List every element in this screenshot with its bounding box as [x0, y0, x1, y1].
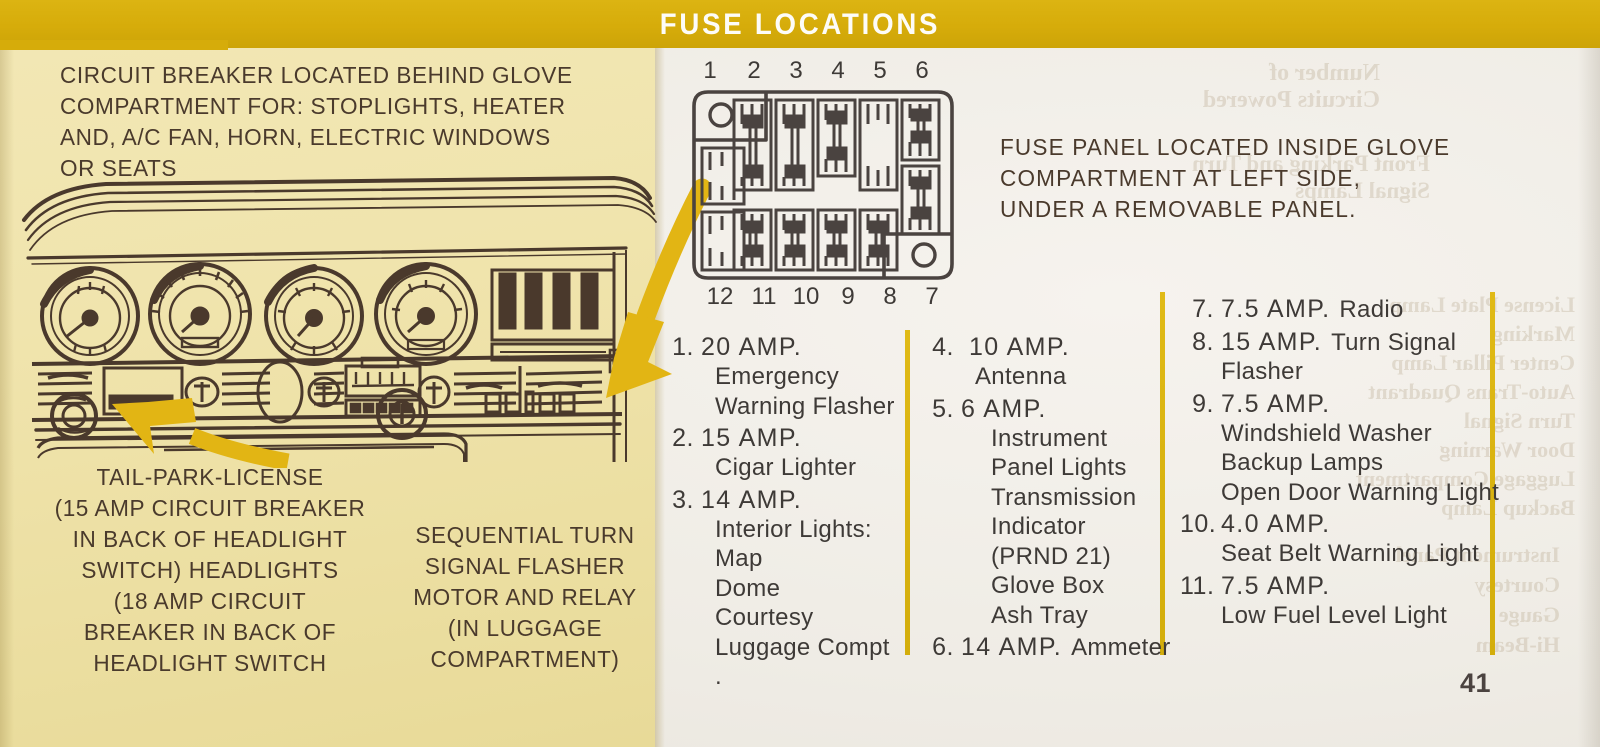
- fuse-number: 5.: [932, 394, 954, 423]
- fuse-rating: 10 AMP.: [969, 333, 1071, 361]
- fuse-description: Turn Signal: [1331, 328, 1457, 356]
- fuse-description: Emergency Warning Flasher: [715, 363, 895, 420]
- fuse-description: Ammeter: [1071, 634, 1171, 661]
- dashboard-illustration: [14, 172, 664, 462]
- fuse-list-item: 1. 20 AMP. Emergency Warning Flasher: [668, 332, 900, 421]
- fuse-rating: 15 AMP.: [1221, 327, 1323, 356]
- fuse-number: 7.: [1192, 295, 1214, 323]
- fuse-list-column-3: 7. 7.5 AMP. Radio 8. 15 AMP. Turn Signal…: [1180, 294, 1500, 632]
- caption-tail-park-license: TAIL-PARK-LICENSE (15 AMP CIRCUIT BREAKE…: [54, 464, 366, 676]
- fuse-box-diagram: 1 2 3 4 5 6: [688, 58, 958, 308]
- fuse-list-item: 7. 7.5 AMP. Radio: [1180, 294, 1500, 325]
- fuse-list-item: 9. 7.5 AMP. Windshield Washer Backup Lam…: [1180, 389, 1500, 508]
- fuse-description: Interior Lights: Map Dome Courtesy Lugga…: [715, 515, 890, 691]
- column-divider-2: [1160, 292, 1165, 655]
- fuse-box-bottom-num-12: 12: [707, 283, 734, 308]
- fuse-number: 9.: [1192, 389, 1214, 418]
- fuse-rating: 14 AMP.: [961, 633, 1063, 661]
- fuse-box-top-num-2: 2: [747, 58, 760, 84]
- fuse-box-top-num-1: 1: [703, 58, 716, 84]
- fuse-description-cont: Flasher: [1221, 358, 1304, 385]
- caption-sequential-flasher: SEQUENTIAL TURN SIGNAL FLASHER MOTOR AND…: [413, 522, 637, 672]
- fuse-box-top-num-5: 5: [873, 58, 886, 84]
- arrow-to-headlight-switch-icon: [92, 378, 292, 468]
- fuse-number: 6.: [932, 633, 954, 661]
- fuse-list-item: 4. 10 AMP. Antenna: [928, 332, 1160, 392]
- fuse-rating: 6 AMP.: [961, 394, 1047, 423]
- page-title: FUSE LOCATIONS: [659, 8, 941, 41]
- page-number: 41: [1460, 668, 1492, 698]
- fuse-box-bottom-num-7: 7: [925, 283, 938, 308]
- fuse-panel-location-note: FUSE PANEL LOCATED INSIDE GLOVE COMPARTM…: [1000, 134, 1451, 222]
- fuse-list-item: 11. 7.5 AMP. Low Fuel Level Light: [1180, 571, 1500, 631]
- fuse-rating: 14 AMP.: [701, 485, 803, 514]
- fuse-rating: 7.5 AMP.: [1221, 571, 1331, 600]
- fuse-rating: 20 AMP.: [701, 333, 803, 361]
- fuse-box-bottom-num-11: 11: [752, 283, 777, 308]
- fuse-box-mount-hole-top: [708, 102, 734, 128]
- fuse-list-item: 5. 6 AMP. Instrument Panel Lights Transm…: [928, 394, 1160, 631]
- circuit-breaker-note: CIRCUIT BREAKER LOCATED BEHIND GLOVE COM…: [60, 62, 573, 181]
- fuse-number: 2.: [672, 424, 694, 452]
- fuse-box-bottom-num-8: 8: [883, 283, 896, 308]
- fuse-box-top-num-4: 4: [831, 58, 844, 84]
- fuse-box-bottom-num-10: 10: [793, 283, 820, 308]
- header-banner-notch: [0, 40, 228, 50]
- fuse-rating: 7.5 AMP.: [1221, 295, 1331, 323]
- fuse-list-item: 10. 4.0 AMP. Seat Belt Warning Light: [1180, 509, 1500, 569]
- fuse-number: 8.: [1192, 327, 1214, 356]
- fuse-description: Radio: [1339, 296, 1404, 323]
- fuse-description: Antenna: [975, 363, 1067, 390]
- fuse-description: Low Fuel Level Light: [1221, 601, 1448, 629]
- fuse-list-item: 3. 14 AMP. Interior Lights: Map Dome Cou…: [668, 485, 900, 692]
- fuse-description: Cigar Lighter: [715, 454, 857, 481]
- fuse-description: Instrument Panel Lights Transmission Ind…: [991, 424, 1137, 629]
- fuse-description: Seat Belt Warning Light: [1221, 540, 1480, 567]
- header-banner: [0, 0, 1600, 48]
- fuse-box-top-num-3: 3: [789, 58, 802, 84]
- column-divider-3: [1490, 292, 1495, 655]
- fuse-list-item: 6. 14 AMP. Ammeter: [928, 632, 1170, 663]
- fuse-rating: 7.5 AMP.: [1221, 389, 1331, 418]
- fuse-number: 3.: [672, 485, 694, 514]
- fuse-list-column-1: 1. 20 AMP. Emergency Warning Flasher 2. …: [668, 332, 900, 694]
- fuse-number: 1.: [672, 333, 694, 361]
- fuse-box-mount-hole-bottom: [911, 242, 937, 268]
- fuse-number: 4.: [932, 333, 954, 361]
- fuse-description: Windshield Washer Backup Lamps Open Door…: [1221, 419, 1500, 506]
- fuse-number: 11.: [1180, 571, 1215, 600]
- fuse-number: 10.: [1180, 510, 1217, 538]
- fuse-box-top-num-6: 6: [915, 58, 928, 84]
- fuse-rating: 4.0 AMP.: [1221, 510, 1331, 538]
- fuse-rating: 15 AMP.: [701, 424, 803, 452]
- column-divider-1: [905, 330, 910, 655]
- fuse-list-column-2: 4. 10 AMP. Antenna 5. 6 AMP. Instrument …: [928, 332, 1170, 665]
- fuse-list-item: 8. 15 AMP. Turn Signal Flasher: [1180, 327, 1500, 387]
- fuse-list-item: 2. 15 AMP. Cigar Lighter: [668, 423, 900, 483]
- fuse-box-bottom-num-9: 9: [841, 283, 854, 308]
